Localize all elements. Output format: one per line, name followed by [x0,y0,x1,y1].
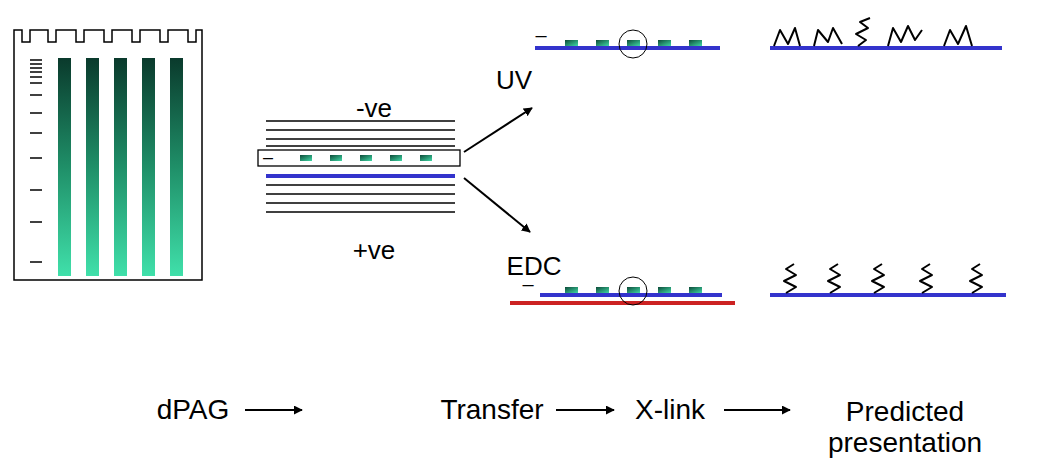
gel [14,30,202,280]
charge-sign: – [535,24,546,46]
method-label: EDC [507,252,562,281]
method-label: UV [496,66,532,95]
gel-lane [170,58,183,276]
step-label: X-link [635,395,705,426]
step-label: dPAG [157,395,230,426]
edc-arrow [464,178,530,232]
electrode-label: +ve [353,236,396,265]
oriented-presentation [770,264,1006,295]
gel-lane [58,58,71,276]
charge-sign: – [263,148,273,168]
uv-membrane [535,30,720,58]
transfer-stack [258,121,460,212]
gel-lane [142,58,155,276]
random-presentation [770,18,1002,48]
step-label: Transfer [440,395,543,426]
bands [300,155,432,161]
gel-lane [114,58,127,276]
step-label: Predicted presentation [810,397,1000,459]
uv-arrow [464,108,532,152]
membrane [266,174,455,178]
ladder-marks [30,60,42,262]
gel-lane [86,58,99,276]
electrode-label: -ve [356,94,392,123]
edc-membrane [510,277,735,305]
gel-slice [258,150,460,166]
charge-sign: – [522,273,533,295]
gel-outline [14,30,202,280]
